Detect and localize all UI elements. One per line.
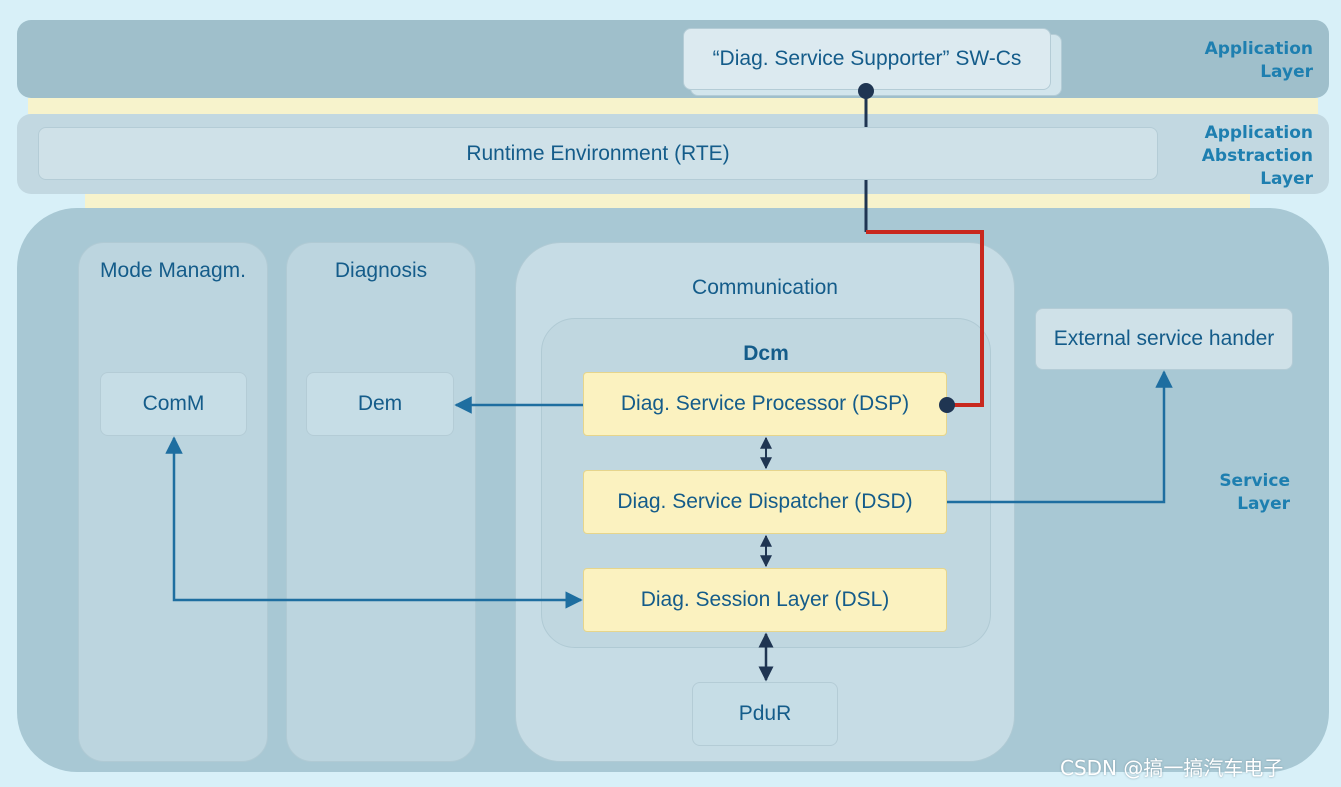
external-service-label: External service hander (1053, 327, 1275, 350)
diagnosis-title: Diagnosis (334, 259, 428, 282)
dsl-box[interactable]: Diag. Session Layer (DSL) (583, 568, 947, 632)
external-service-box[interactable]: External service hander (1035, 308, 1293, 370)
dsp-box[interactable]: Diag. Service Processor (DSP) (583, 372, 947, 436)
communication-title: Communication (692, 276, 838, 299)
watermark: CSDN @搞一搞汽车电子 (1060, 756, 1284, 780)
pdur-box[interactable]: PduR (692, 682, 838, 746)
swc-label: “Diag. Service Supporter” SW-Cs (712, 47, 1022, 70)
dem-box[interactable]: Dem (306, 372, 454, 436)
dsl-label: Diag. Session Layer (DSL) (640, 588, 890, 611)
dcm-title: Dcm (743, 342, 789, 365)
application-layer-label: Application Layer (1204, 39, 1313, 82)
pdur-label: PduR (738, 702, 792, 725)
rte-box[interactable]: Runtime Environment (RTE) (38, 127, 1158, 180)
diagnosis-panel (286, 242, 476, 762)
mode-management-panel (78, 242, 268, 762)
dsd-box[interactable]: Diag. Service Dispatcher (DSD) (583, 470, 947, 534)
comm-box[interactable]: ComM (100, 372, 247, 436)
application-layer-band (17, 20, 1329, 98)
dem-label: Dem (357, 392, 403, 415)
application-layer-glow (28, 98, 1318, 114)
swc-box[interactable]: “Diag. Service Supporter” SW-Cs (683, 28, 1051, 90)
rte-label: Runtime Environment (RTE) (466, 141, 730, 165)
dsp-label: Diag. Service Processor (DSP) (620, 392, 910, 415)
comm-label: ComM (142, 392, 205, 415)
service-layer-label: Service Layer (1219, 471, 1290, 514)
dsd-label: Diag. Service Dispatcher (DSD) (617, 490, 913, 513)
abstraction-layer-label: Application Abstraction Layer (1201, 123, 1313, 189)
mode-management-title: Mode Managm. (100, 259, 246, 282)
abstraction-layer-glow (85, 194, 1250, 208)
